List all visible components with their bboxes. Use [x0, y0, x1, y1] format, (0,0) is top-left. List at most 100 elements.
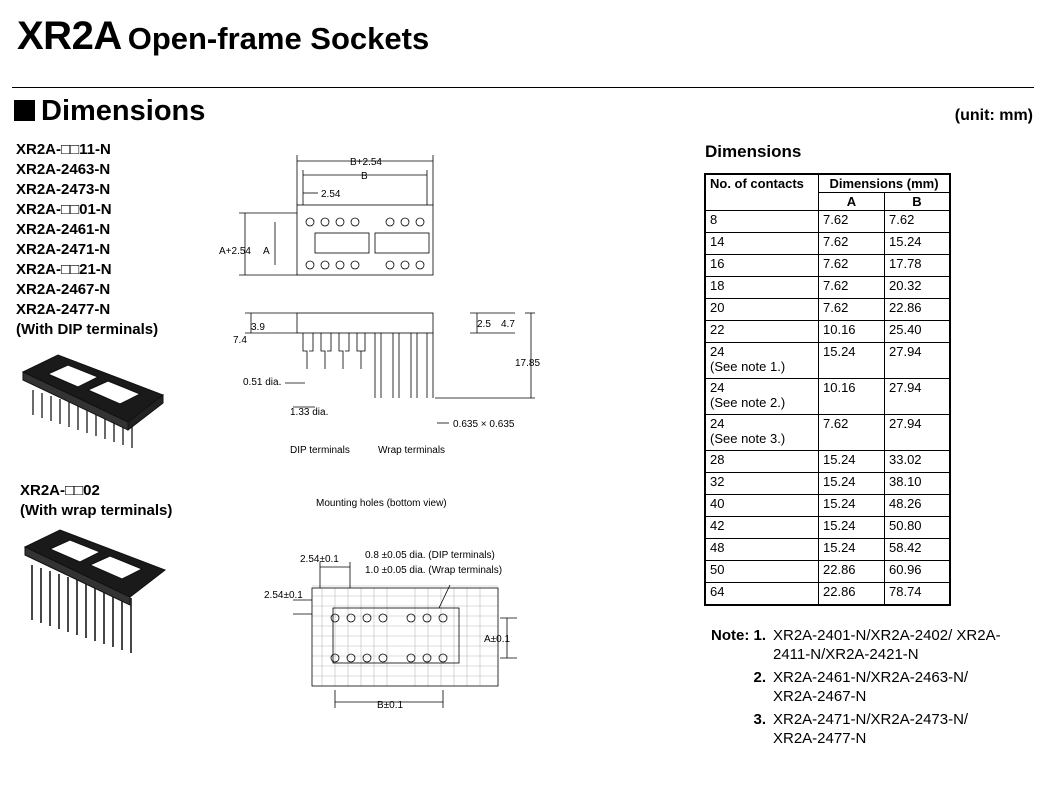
cell-contacts: 32 — [704, 472, 819, 495]
cell-a: 15.24 — [818, 494, 885, 517]
cell-contacts: 50 — [704, 560, 819, 583]
mount-hole — [330, 613, 448, 663]
dim-a-plus: A+2.54 — [219, 246, 251, 257]
notes: Note: 1.XR2A-2401-N/XR2A-2402/ XR2A-2411… — [705, 626, 1003, 752]
mount-pitch-v: 2.54±0.1 — [264, 590, 303, 601]
cell-contacts: 40 — [704, 494, 819, 517]
cell-b: 48.26 — [884, 494, 951, 517]
label-wrap-terminals: Wrap terminals — [378, 445, 445, 456]
cell-a: 7.62 — [818, 210, 885, 233]
dim-pitch: 2.54 — [321, 189, 341, 200]
model-item: XR2A-□□01-N — [16, 201, 112, 218]
contacts-count: 24 — [710, 344, 725, 359]
mount-pitch-h: 2.54±0.1 — [300, 554, 339, 565]
title-rule — [12, 87, 1034, 88]
dim-7-4: 7.4 — [233, 335, 247, 346]
cell-b: 60.96 — [884, 560, 951, 583]
contacts-note: (See note 1.) — [710, 359, 786, 374]
header-b: B — [884, 192, 951, 211]
cell-a: 15.24 — [818, 516, 885, 539]
mount-dim-a: A±0.1 — [484, 634, 510, 645]
cell-b: 25.40 — [884, 320, 951, 343]
mount-dim-b: B±0.1 — [377, 700, 403, 711]
cell-contacts: 8 — [704, 210, 819, 233]
mount-grid — [312, 585, 498, 686]
unit-label: (unit: mm) — [954, 107, 1033, 124]
dim-pin-dia: 0.51 dia. — [243, 377, 281, 388]
contacts-count: 24 — [710, 380, 725, 395]
cell-a: 7.62 — [818, 276, 885, 299]
dip-model-list: XR2A-□□11-N XR2A-2463-N XR2A-2473-N XR2A… — [16, 140, 158, 340]
dim-4-7: 4.7 — [501, 319, 515, 330]
cell-a: 15.24 — [818, 538, 885, 561]
cell-contacts: 18 — [704, 276, 819, 299]
cell-a: 10.16 — [818, 320, 885, 343]
cell-b: 27.94 — [884, 378, 951, 415]
model-item: XR2A-2461-N — [16, 221, 111, 238]
table-title: Dimensions — [705, 142, 802, 161]
dim-b: B — [361, 171, 368, 182]
contacts-note: (See note 2.) — [710, 395, 786, 410]
cell-a: 7.62 — [818, 298, 885, 321]
note-item: 2.XR2A-2461-N/XR2A-2463-N/ XR2A-2467-N — [705, 668, 1003, 706]
note-label: 3. — [753, 711, 766, 728]
header-contacts: No. of contacts — [704, 173, 819, 211]
mount-inner — [332, 607, 460, 664]
contacts-count: 24 — [710, 416, 725, 431]
hole-wrap-spec: 1.0 ±0.05 dia. (Wrap terminals) — [365, 565, 502, 576]
cell-contacts: 48 — [704, 538, 819, 561]
cell-a: 10.16 — [818, 378, 885, 415]
title-code: XR2A — [17, 14, 122, 58]
cell-b: 78.74 — [884, 582, 951, 605]
wrap-socket-photo — [23, 529, 167, 653]
model-item: XR2A-□□02 — [20, 482, 100, 499]
model-item: XR2A-2463-N — [16, 161, 111, 178]
table-header-row: No. of contacts Dimensions (mm) — [704, 173, 951, 211]
top-window — [314, 232, 370, 254]
mount-title: Mounting holes (bottom view) — [316, 498, 447, 509]
note-text: XR2A-2401-N/XR2A-2402/ XR2A-2411-N/XR2A-… — [773, 627, 1001, 663]
dimension-drawing: B+2.54 B 2.54 A+2.54 A 3.9 7.4 2.5 4.7 1… — [219, 155, 540, 456]
cell-contacts: 14 — [704, 232, 819, 255]
dip-pin — [302, 333, 366, 369]
contacts-note: (See note 3.) — [710, 431, 786, 446]
section-heading: Dimensions — [14, 95, 205, 128]
title-rest: Open-frame Sockets — [127, 21, 430, 56]
cell-contacts: 22 — [704, 320, 819, 343]
cell-b: 50.80 — [884, 516, 951, 539]
dim-shoulder-dia: 1.33 dia. — [290, 407, 328, 418]
wrap-pin — [374, 333, 434, 398]
square-bullet-icon — [14, 100, 35, 121]
mount-outline — [311, 587, 499, 687]
cell-contacts: 28 — [704, 450, 819, 473]
cell-b: 7.62 — [884, 210, 951, 233]
cell-contacts: 64 — [704, 582, 819, 605]
cell-contacts: 42 — [704, 516, 819, 539]
note-text: XR2A-2471-N/XR2A-2473-N/ XR2A-2477-N — [773, 711, 969, 747]
model-item: XR2A-□□11-N — [16, 141, 111, 158]
note-item: Note: 1.XR2A-2401-N/XR2A-2402/ XR2A-2411… — [705, 626, 1003, 664]
cell-b: 17.78 — [884, 254, 951, 277]
dim-wrap-square: 0.635 × 0.635 — [453, 419, 515, 430]
dip-socket-photo — [21, 354, 165, 448]
cell-contacts: 24(See note 2.) — [704, 378, 819, 415]
section-heading-text: Dimensions — [41, 95, 206, 127]
cell-contacts: 20 — [704, 298, 819, 321]
model-item: XR2A-2473-N — [16, 181, 111, 198]
cell-contacts: 24(See note 1.) — [704, 342, 819, 379]
cell-b: 15.24 — [884, 232, 951, 255]
dim-17-85: 17.85 — [515, 358, 540, 369]
